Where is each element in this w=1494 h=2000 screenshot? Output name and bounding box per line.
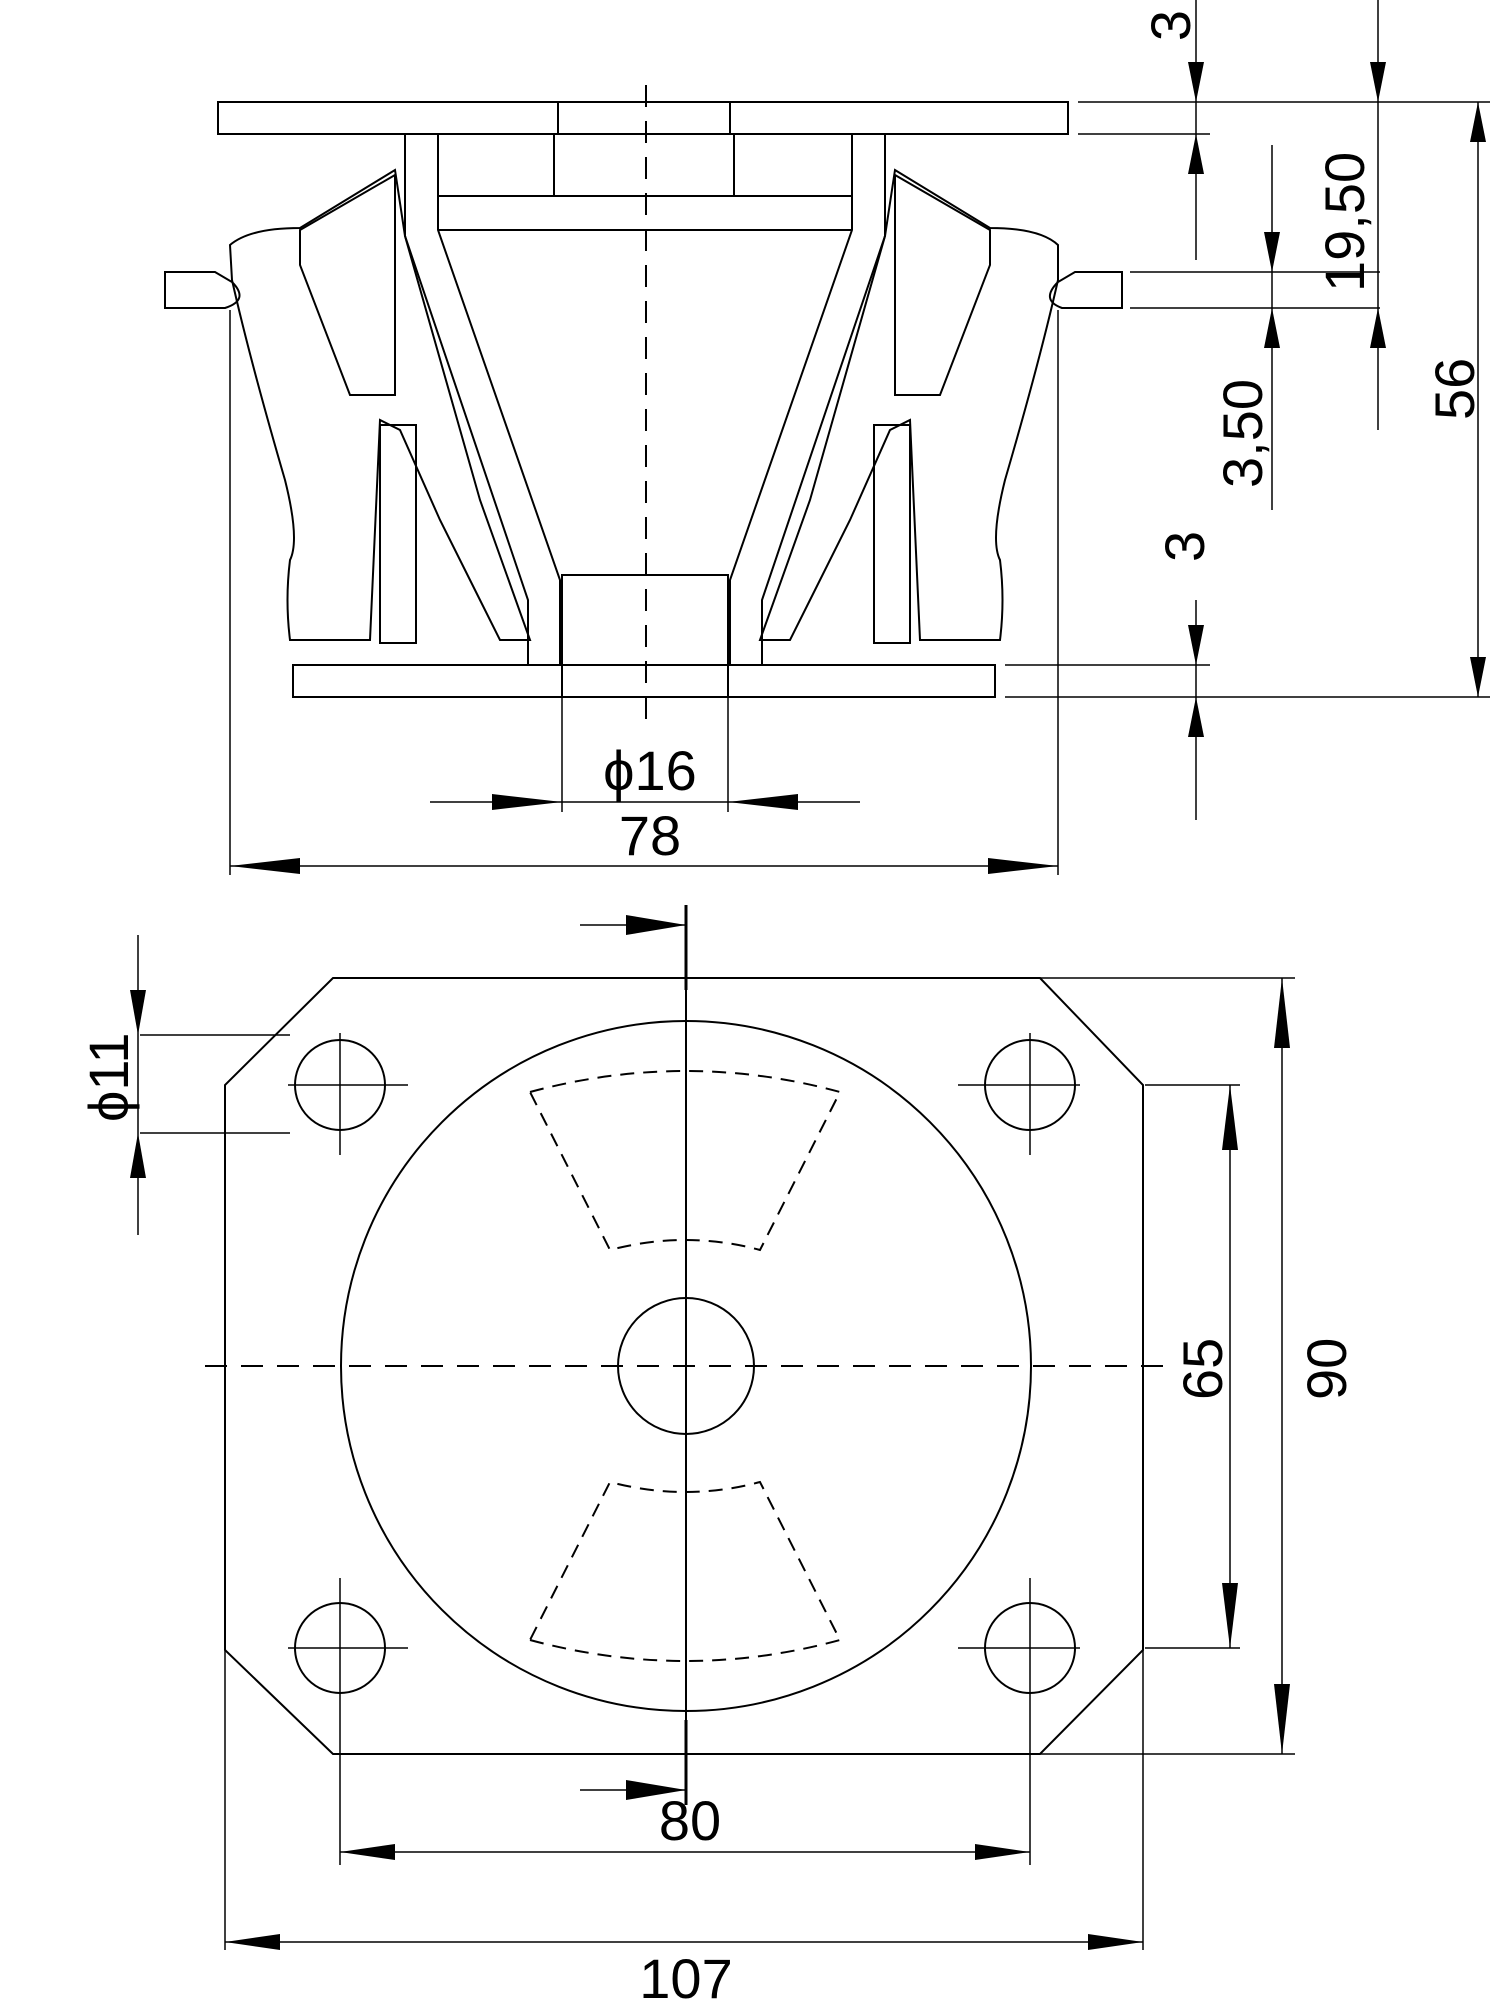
top-plate-right: [729, 101, 1069, 135]
dim-hole: ϕ11: [77, 1033, 140, 1123]
dim-height: 90: [1295, 1338, 1358, 1400]
mounting-hole-tl: [288, 1033, 408, 1155]
dim-total-height: 56: [1423, 358, 1486, 420]
dim-plate-top: 3: [1139, 10, 1202, 41]
insert-right-lower: [873, 424, 911, 644]
hub-left: [437, 133, 555, 197]
dim-hole-pitch-x: 80: [659, 1789, 721, 1852]
inner-cone-left: [404, 133, 561, 666]
mounting-hole-tr: [958, 1033, 1080, 1155]
insert-left-upper: [299, 173, 396, 396]
plan-view: ϕ11 65 90 80 107: [77, 905, 1358, 2000]
dim-hole-pitch-y: 65: [1171, 1338, 1234, 1400]
flange-left: [164, 271, 241, 309]
dim-plate-bottom: 3: [1153, 531, 1216, 562]
top-plate-left: [217, 101, 559, 135]
dim-width: 107: [639, 1947, 732, 2000]
dim-height-upper: 19,50: [1313, 152, 1376, 292]
dim-flange: 3,50: [1211, 379, 1274, 488]
bore-sleeve: [561, 574, 729, 666]
inner-cone-right: [729, 133, 886, 666]
mounting-hole-bl: [288, 1578, 408, 1700]
section-view: 3 19,50 3,50 56 3 ϕ16 78: [164, 0, 1490, 875]
hidden-segment-bottom: [528, 1480, 842, 1662]
dim-flange-width: 78: [619, 804, 681, 867]
top-plate-bore: [557, 101, 731, 135]
bottom-plate: [292, 664, 996, 698]
insert-right-upper: [894, 173, 991, 396]
flange-right: [1049, 271, 1123, 309]
hub-right: [733, 133, 853, 197]
insert-left-lower: [379, 424, 417, 644]
hidden-segment-top: [528, 1070, 842, 1252]
mounting-hole-br: [958, 1578, 1080, 1700]
rubber-body-left: [228, 168, 532, 641]
dim-bore: ϕ16: [603, 739, 697, 802]
rubber-body-right: [758, 168, 1059, 641]
